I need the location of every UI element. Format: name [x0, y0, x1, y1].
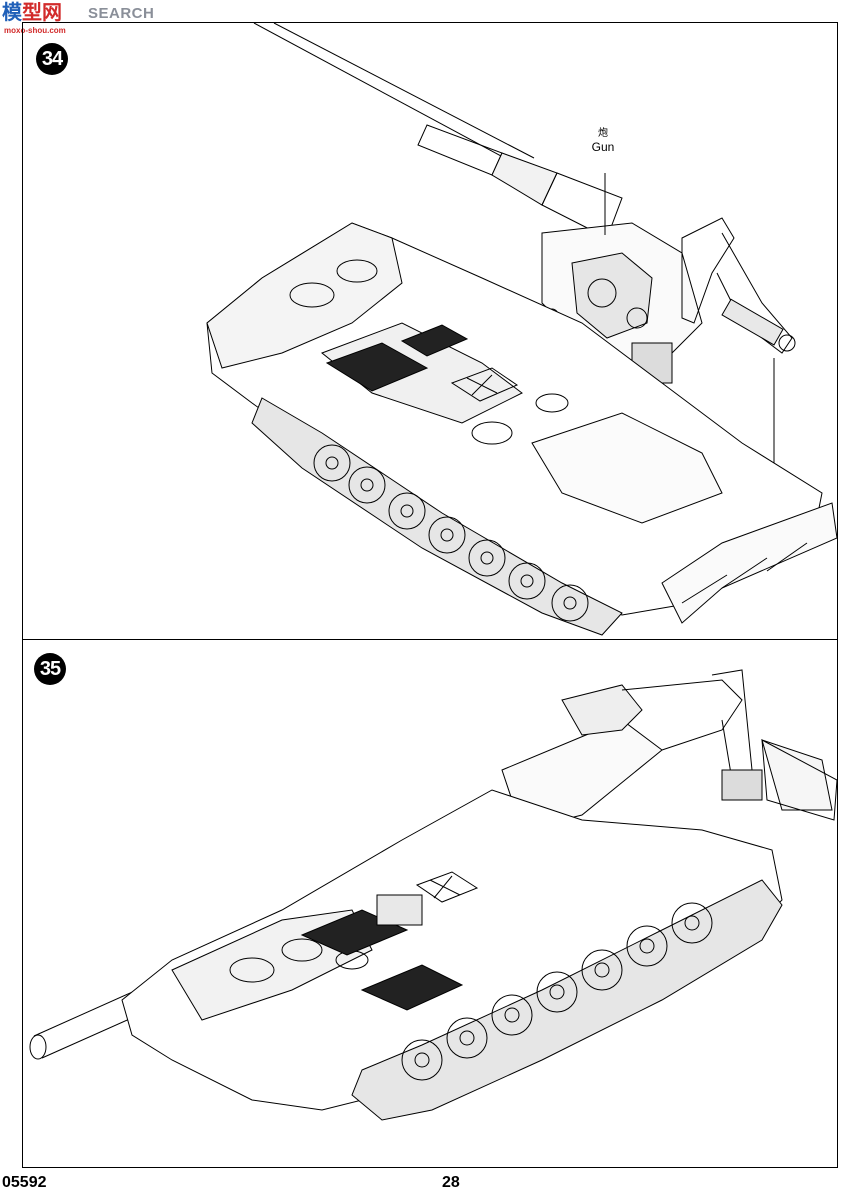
step-divider [22, 639, 838, 640]
product-code: 05592 [2, 1174, 47, 1191]
track-assembly [351, 879, 783, 1121]
gun-barrel [253, 23, 623, 239]
page-number: 28 [442, 1174, 460, 1191]
watermark-search-text: SEARCH [88, 5, 155, 22]
track-assembly [251, 397, 623, 636]
watermark-url: moxo-shou.com [4, 26, 66, 35]
step-number-badge: 35 [34, 653, 66, 685]
step-35-drawing [29, 669, 838, 1121]
step-number-badge: 34 [36, 43, 68, 75]
page-frame [22, 22, 838, 1168]
step-34-illustration [22, 23, 838, 638]
vehicle-hull [121, 739, 838, 1111]
step-34-drawing [206, 23, 838, 636]
step-35-illustration [22, 640, 838, 1167]
watermark-logo-text: 模型网 [2, 0, 62, 24]
callout-label-cn: 炮 [598, 128, 608, 139]
watermark-logo: 模型网 SEARCH moxo-shou.com [2, 2, 172, 38]
callout-label-en: Gun [591, 140, 615, 154]
gun-callout-label: 炮 Gun [578, 128, 628, 154]
